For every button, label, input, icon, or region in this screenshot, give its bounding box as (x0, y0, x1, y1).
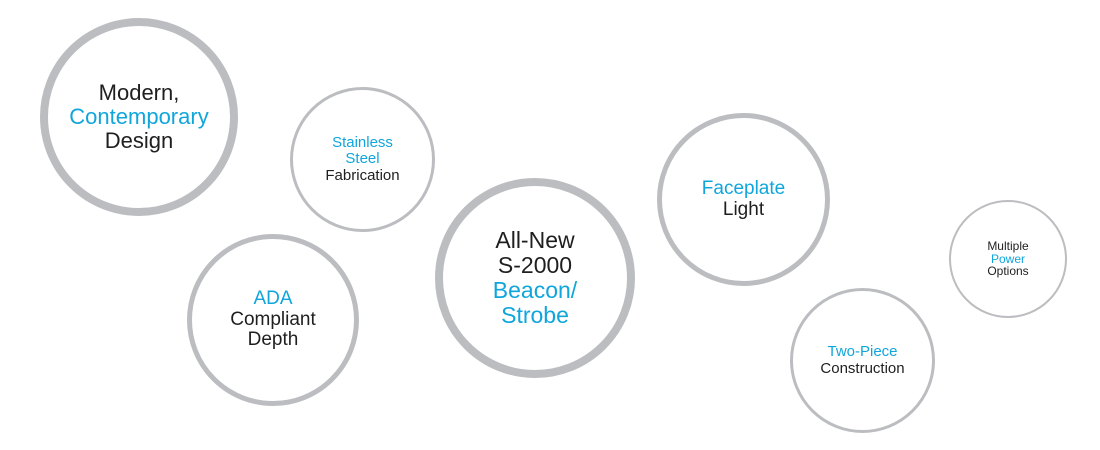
feature-line: ADA (253, 288, 293, 310)
feature-line: Design (104, 127, 174, 153)
feature-line: Two-Piece (827, 343, 898, 361)
feature-line: Beacon/ (492, 277, 578, 303)
feature-line: S-2000 (497, 252, 573, 279)
feature-bubble-stainless-steel-fabrication: Stainless Steel Fabrication (290, 87, 435, 232)
feature-bubble-ada-compliant-depth: ADA Compliant Depth (187, 234, 359, 406)
feature-line: Faceplate (701, 177, 786, 199)
feature-line: Power (990, 251, 1025, 266)
feature-line: Fabrication (325, 166, 400, 184)
feature-bubble-two-piece-construction: Two-Piece Construction (790, 288, 935, 433)
feature-line: Compliant (230, 308, 316, 330)
feature-bubble-modern-contemporary-design: Modern, Contemporary Design (40, 18, 238, 216)
feature-bubble-faceplate-light: Faceplate Light (657, 113, 830, 286)
feature-bubble-s2000-beacon-strobe: All-New S-2000 Beacon/ Strobe (435, 178, 635, 378)
feature-line: Multiple (987, 238, 1029, 253)
feature-line: Construction (820, 359, 905, 377)
feature-bubble-multiple-power-options: Multiple Power Options (949, 200, 1067, 318)
feature-line: Strobe (501, 301, 569, 328)
feature-line: Stainless (332, 134, 393, 152)
feature-line: Contemporary (69, 104, 209, 130)
feature-line: Depth (247, 329, 299, 351)
feature-line: Light (722, 198, 765, 220)
feature-line: All-New (495, 227, 575, 254)
feature-line: Modern, (98, 80, 180, 106)
feature-line: Steel (345, 150, 380, 168)
feature-line: Options (987, 264, 1029, 279)
